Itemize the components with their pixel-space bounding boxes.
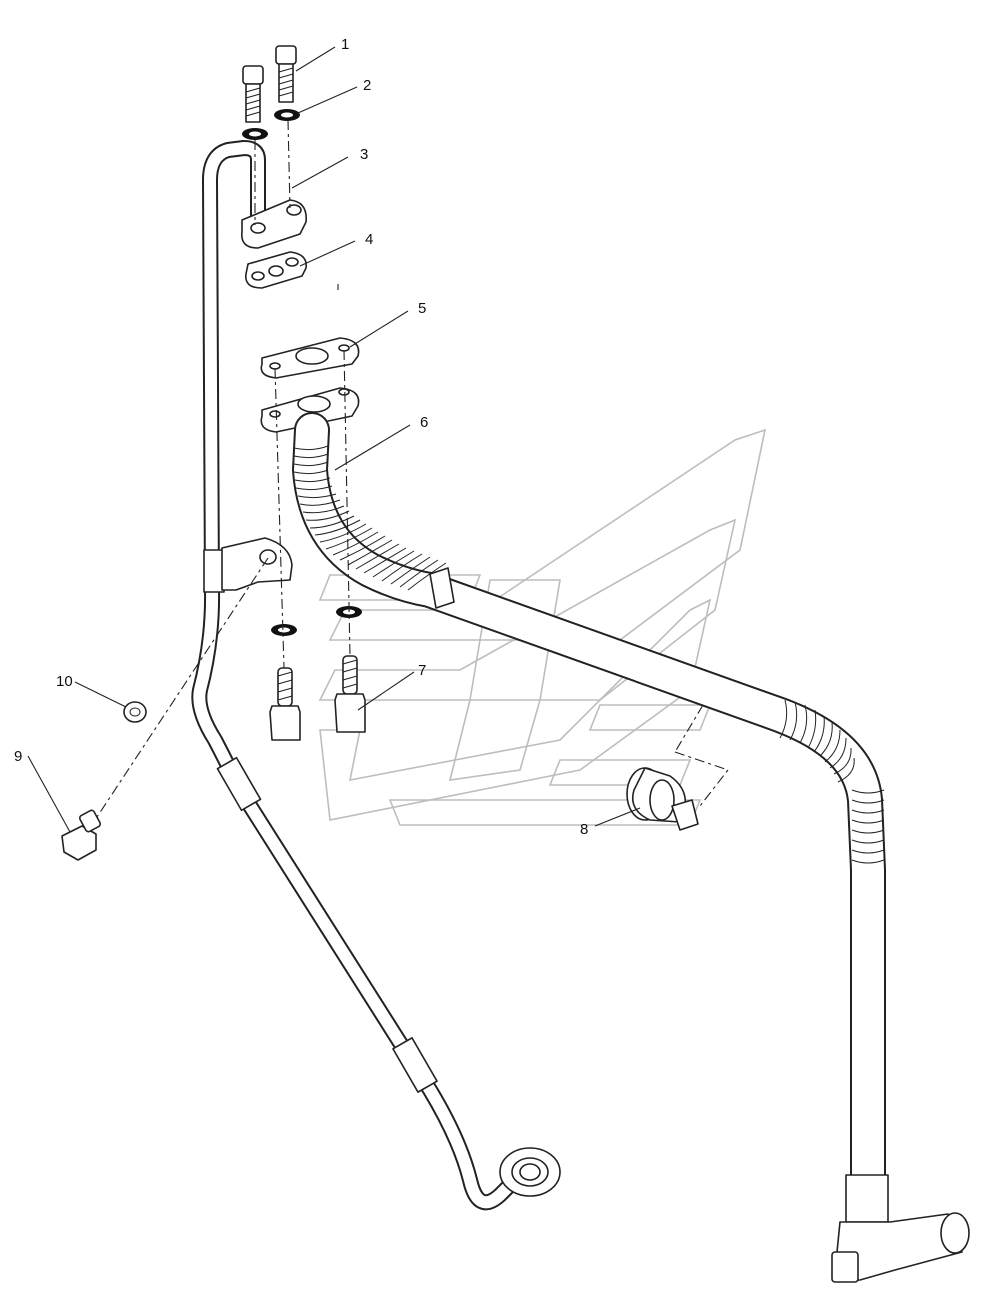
hose-clamp	[626, 767, 699, 831]
callout-4: 4	[365, 231, 373, 248]
bracket-bolt	[61, 701, 147, 861]
callout-8: 8	[580, 821, 588, 838]
callout-6: 6	[420, 414, 428, 431]
lower-flange-assembly	[260, 337, 360, 433]
callout-labels: 1 2 3 4 5 6 7 8 9 10	[14, 36, 588, 838]
callout-3: 3	[360, 146, 368, 163]
top-bolts	[242, 45, 300, 140]
callout-1: 1	[341, 36, 349, 53]
callout-2: 2	[363, 77, 371, 94]
callout-10: 10	[56, 673, 73, 690]
assembly-axes	[94, 119, 729, 821]
pipe-bracket	[221, 537, 293, 591]
top-flange-assembly	[241, 199, 307, 289]
callout-5: 5	[418, 300, 426, 317]
oil-drain-hose	[292, 412, 970, 1283]
callout-7: 7	[418, 662, 426, 679]
oil-feed-pipe	[191, 140, 561, 1211]
studs	[269, 606, 366, 741]
callout-9: 9	[14, 748, 22, 765]
leader-lines	[27, 46, 641, 833]
